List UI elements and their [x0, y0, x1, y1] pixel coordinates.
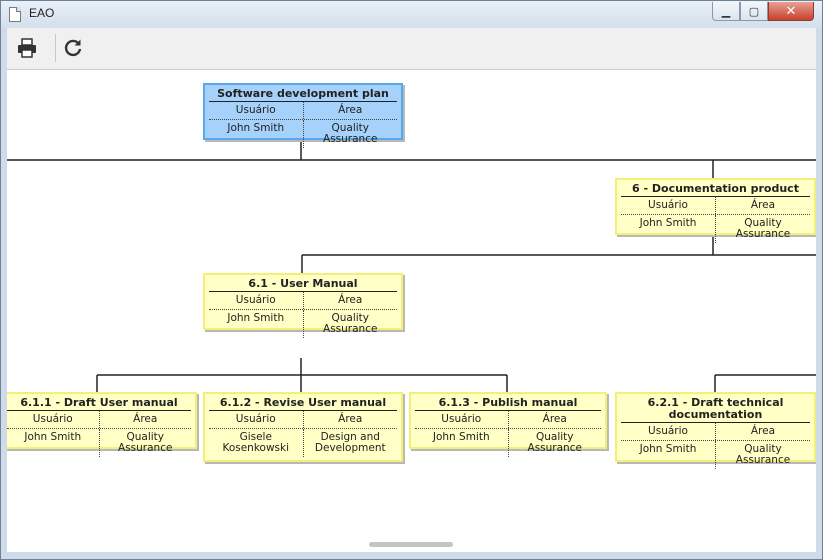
window-title: EAO — [29, 6, 55, 20]
node-area: Quality Assurance — [715, 215, 810, 243]
wbs-node-6-1-1[interactable]: 6.1.1 - Draft User manual Usuário Área Jo… — [7, 392, 197, 457]
user-header: Usuário — [648, 199, 688, 211]
node-area: Quality Assurance — [302, 120, 398, 148]
wbs-node-6-2-1[interactable]: 6.2.1 - Draft technical documentation Us… — [615, 392, 816, 469]
node-title: 6.1.3 - Publish manual — [415, 397, 601, 411]
toolbar-separator — [55, 34, 56, 62]
wbs-node-6[interactable]: 6 - Documentation product Usuário Área Jo… — [615, 178, 816, 243]
node-title: 6 - Documentation product — [621, 183, 810, 197]
area-header: Área — [715, 423, 810, 440]
user-header: Usuário — [235, 413, 276, 425]
maximize-button[interactable]: ▢ — [740, 2, 768, 21]
node-user: John Smith — [432, 431, 490, 443]
node-user: Gisele Kosenkowski — [222, 431, 290, 454]
node-user: John Smith — [24, 431, 82, 443]
close-button[interactable]: ✕ — [768, 2, 814, 21]
wbs-node-6-1-2[interactable]: 6.1.2 - Revise User manual Usuário Área G… — [203, 392, 403, 462]
minimize-icon: ▁ — [721, 4, 731, 18]
area-header: Área — [302, 102, 398, 119]
user-header: Usuário — [235, 104, 276, 116]
maximize-icon: ▢ — [748, 4, 760, 18]
node-title: 6.2.1 - Draft technical documentation — [621, 397, 810, 423]
refresh-button[interactable] — [59, 34, 87, 62]
toolbar — [7, 28, 816, 70]
minimize-button[interactable]: ▁ — [712, 2, 740, 21]
user-header: Usuário — [648, 425, 688, 437]
printer-icon — [18, 38, 36, 58]
wbs-node-6-1-3[interactable]: 6.1.3 - Publish manual Usuário Área John … — [409, 392, 607, 457]
node-area: Design and Development — [302, 429, 398, 457]
close-icon: ✕ — [785, 3, 797, 19]
area-header: Área — [302, 292, 398, 309]
node-title: 6.1 - User Manual — [209, 278, 397, 292]
node-title: 6.1.1 - Draft User manual — [7, 397, 191, 411]
document-icon — [9, 7, 21, 22]
node-area: Quality Assurance — [98, 429, 192, 457]
area-header: Área — [715, 197, 810, 214]
node-area: Quality Assurance — [302, 310, 398, 338]
area-header: Área — [302, 411, 398, 428]
print-button[interactable] — [13, 34, 41, 62]
title-bar[interactable]: EAO ▁ ▢ ✕ — [1, 1, 822, 28]
area-header: Área — [507, 411, 602, 428]
horizontal-scrollbar[interactable] — [369, 542, 453, 547]
node-title: Software development plan — [209, 88, 397, 102]
node-user: John Smith — [639, 217, 697, 229]
node-user: John Smith — [227, 312, 285, 324]
user-header: Usuário — [235, 294, 276, 306]
node-user: John Smith — [639, 443, 697, 455]
user-header: Usuário — [32, 413, 73, 425]
node-title: 6.1.2 - Revise User manual — [209, 397, 397, 411]
node-user: John Smith — [227, 122, 285, 134]
connector-lines — [7, 142, 816, 392]
refresh-icon — [64, 39, 82, 57]
area-header: Área — [98, 411, 192, 428]
user-header: Usuário — [441, 413, 482, 425]
node-area: Quality Assurance — [715, 441, 810, 469]
node-area: Quality Assurance — [507, 429, 602, 457]
wbs-node-6-1[interactable]: 6.1 - User Manual Usuário Área John Smith… — [203, 273, 403, 338]
wbs-node-root[interactable]: Software development plan Usuário Área Jo… — [203, 83, 403, 148]
